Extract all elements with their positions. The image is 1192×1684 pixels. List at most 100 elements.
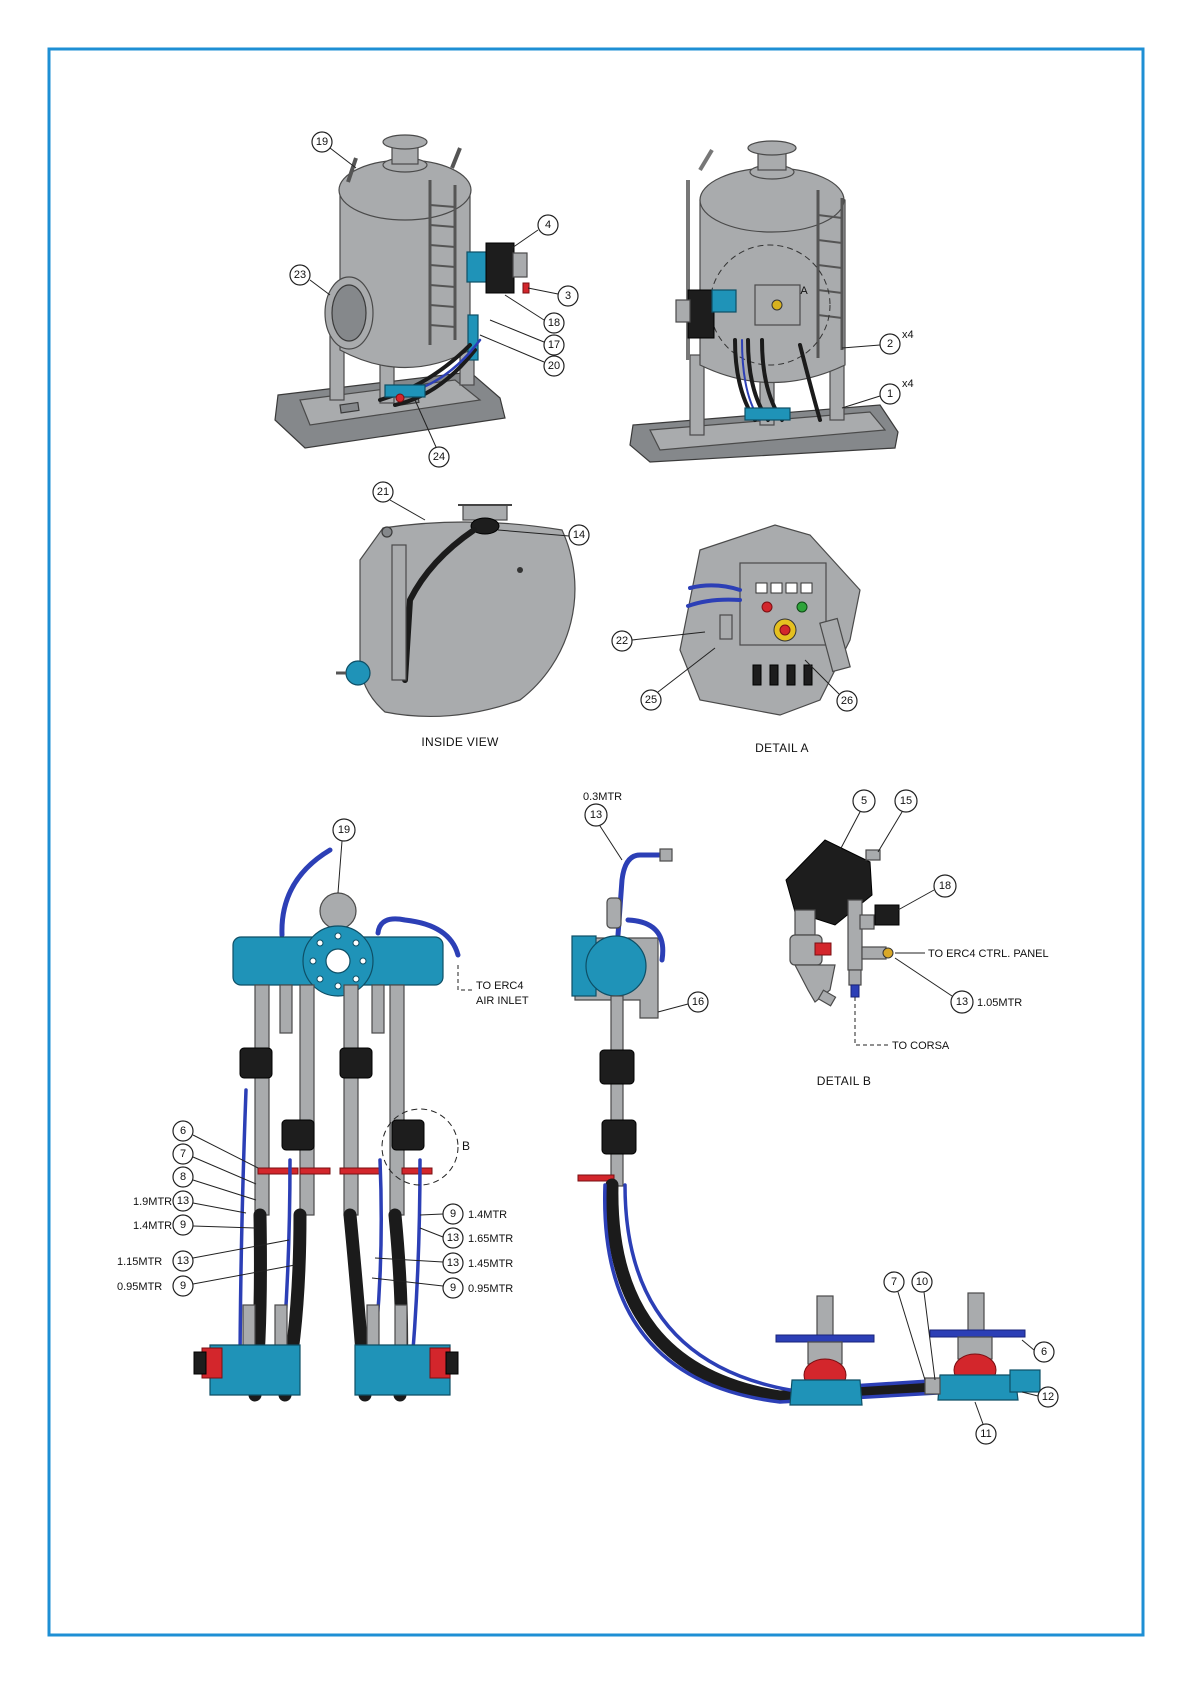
balloon-7-front: 7 <box>173 1144 193 1164</box>
svg-text:10: 10 <box>916 1276 928 1288</box>
svg-text:17: 17 <box>548 339 560 351</box>
balloon-20-iso: 20 <box>544 356 564 376</box>
balloon-9-right-a: 9 <box>443 1204 463 1224</box>
balloon-11-side: 11 <box>976 1424 996 1444</box>
length-0-95-left: 0.95MTR <box>117 1281 162 1293</box>
svg-text:9: 9 <box>180 1280 186 1292</box>
svg-text:6: 6 <box>180 1125 186 1137</box>
length-1-9: 1.9MTR <box>133 1196 172 1208</box>
note-to-corsa: TO CORSA <box>892 1040 950 1052</box>
balloon-6-side: 6 <box>1034 1342 1054 1362</box>
length-1-65: 1.65MTR <box>468 1233 513 1245</box>
svg-text:16: 16 <box>692 996 704 1008</box>
svg-text:25: 25 <box>645 694 657 706</box>
svg-text:11: 11 <box>980 1428 991 1440</box>
balloon-4-iso: 4 <box>538 215 558 235</box>
balloon-1-iso: 1 <box>880 384 900 404</box>
svg-text:9: 9 <box>450 1208 456 1220</box>
balloon-12-side: 12 <box>1038 1387 1058 1407</box>
balloon-17-iso: 17 <box>544 335 564 355</box>
svg-text:8: 8 <box>180 1171 186 1183</box>
svg-text:24: 24 <box>433 451 445 463</box>
svg-text:5: 5 <box>861 795 867 807</box>
svg-text:19: 19 <box>338 824 350 836</box>
svg-text:26: 26 <box>841 695 853 707</box>
svg-text:22: 22 <box>616 635 628 647</box>
balloon-9-left-b: 9 <box>173 1276 193 1296</box>
svg-text:13: 13 <box>590 809 602 821</box>
balloon-2-iso: 2 <box>880 334 900 354</box>
balloon-15-detail-b: 15 <box>895 790 917 812</box>
svg-text:21: 21 <box>377 486 389 498</box>
note-air-inlet: AIR INLET <box>476 995 529 1007</box>
balloon-10-side: 10 <box>912 1272 932 1292</box>
balloon-6-front: 6 <box>173 1121 193 1141</box>
balloon-21: 21 <box>373 482 393 502</box>
quantity-x4-a: x4 <box>902 329 914 341</box>
balloon-3-iso: 3 <box>558 286 578 306</box>
svg-text:15: 15 <box>900 795 912 807</box>
balloon-7-side: 7 <box>884 1272 904 1292</box>
balloon-24-iso: 24 <box>429 447 449 467</box>
balloon-26: 26 <box>837 691 857 711</box>
balloon-5-detail-b: 5 <box>853 790 875 812</box>
detail-a-marker: A <box>800 285 808 297</box>
balloon-13-side: 13 <box>585 804 607 826</box>
svg-text:13: 13 <box>956 996 968 1008</box>
length-1-05: 1.05MTR <box>977 997 1022 1009</box>
balloon-13-right-b: 13 <box>443 1253 463 1273</box>
balloon-23-iso: 23 <box>290 265 310 285</box>
svg-text:20: 20 <box>548 360 560 372</box>
svg-text:13: 13 <box>447 1257 459 1269</box>
balloon-13-left-b: 13 <box>173 1251 193 1271</box>
detail-a-view <box>680 525 860 715</box>
caption-detail-b: DETAIL B <box>817 1074 871 1088</box>
note-to-erc4: TO ERC4 <box>476 980 523 992</box>
svg-text:14: 14 <box>573 529 585 541</box>
balloon-18-detail-b: 18 <box>934 875 956 897</box>
length-0-95-right: 0.95MTR <box>468 1283 513 1295</box>
svg-text:1: 1 <box>887 388 893 400</box>
balloon-13-right-a: 13 <box>443 1228 463 1248</box>
balloon-22: 22 <box>612 631 632 651</box>
svg-text:13: 13 <box>177 1255 189 1267</box>
balloon-19-iso: 19 <box>312 132 332 152</box>
caption-detail-a: DETAIL A <box>755 741 809 755</box>
svg-text:9: 9 <box>450 1282 456 1294</box>
balloon-25: 25 <box>641 690 661 710</box>
svg-text:4: 4 <box>545 219 551 231</box>
balloon-13-detail-b: 13 <box>951 991 973 1013</box>
balloon-9-right-b: 9 <box>443 1278 463 1298</box>
length-1-15: 1.15MTR <box>117 1256 162 1268</box>
note-to-erc4-ctrl-panel: TO ERC4 CTRL. PANEL <box>928 948 1049 960</box>
quantity-x4-b: x4 <box>902 378 914 390</box>
svg-text:9: 9 <box>180 1219 186 1231</box>
balloon-16-side: 16 <box>688 992 708 1012</box>
isometric-view-rear <box>630 141 898 462</box>
length-0-3: 0.3MTR <box>583 791 622 803</box>
length-1-4-left: 1.4MTR <box>133 1220 172 1232</box>
svg-text:6: 6 <box>1041 1346 1047 1358</box>
svg-text:18: 18 <box>939 880 951 892</box>
balloon-14: 14 <box>569 525 589 545</box>
svg-text:7: 7 <box>891 1276 897 1288</box>
detail-b-marker: B <box>462 1139 470 1153</box>
svg-text:23: 23 <box>294 269 306 281</box>
svg-text:18: 18 <box>548 317 560 329</box>
svg-text:13: 13 <box>447 1232 459 1244</box>
length-1-45: 1.45MTR <box>468 1258 513 1270</box>
balloon-13-left-a: 13 <box>173 1191 193 1211</box>
caption-inside-view: INSIDE VIEW <box>421 735 499 749</box>
length-1-4-right: 1.4MTR <box>468 1209 507 1221</box>
front-manifold-view <box>194 850 458 1395</box>
svg-text:7: 7 <box>180 1148 186 1160</box>
svg-text:12: 12 <box>1042 1391 1054 1403</box>
balloon-9-left-a: 9 <box>173 1215 193 1235</box>
isometric-view-front <box>275 135 529 448</box>
balloon-18-iso: 18 <box>544 313 564 333</box>
svg-text:19: 19 <box>316 136 328 148</box>
svg-text:13: 13 <box>177 1195 189 1207</box>
balloon-19-front: 19 <box>333 819 355 841</box>
detail-b-view <box>786 840 899 1006</box>
